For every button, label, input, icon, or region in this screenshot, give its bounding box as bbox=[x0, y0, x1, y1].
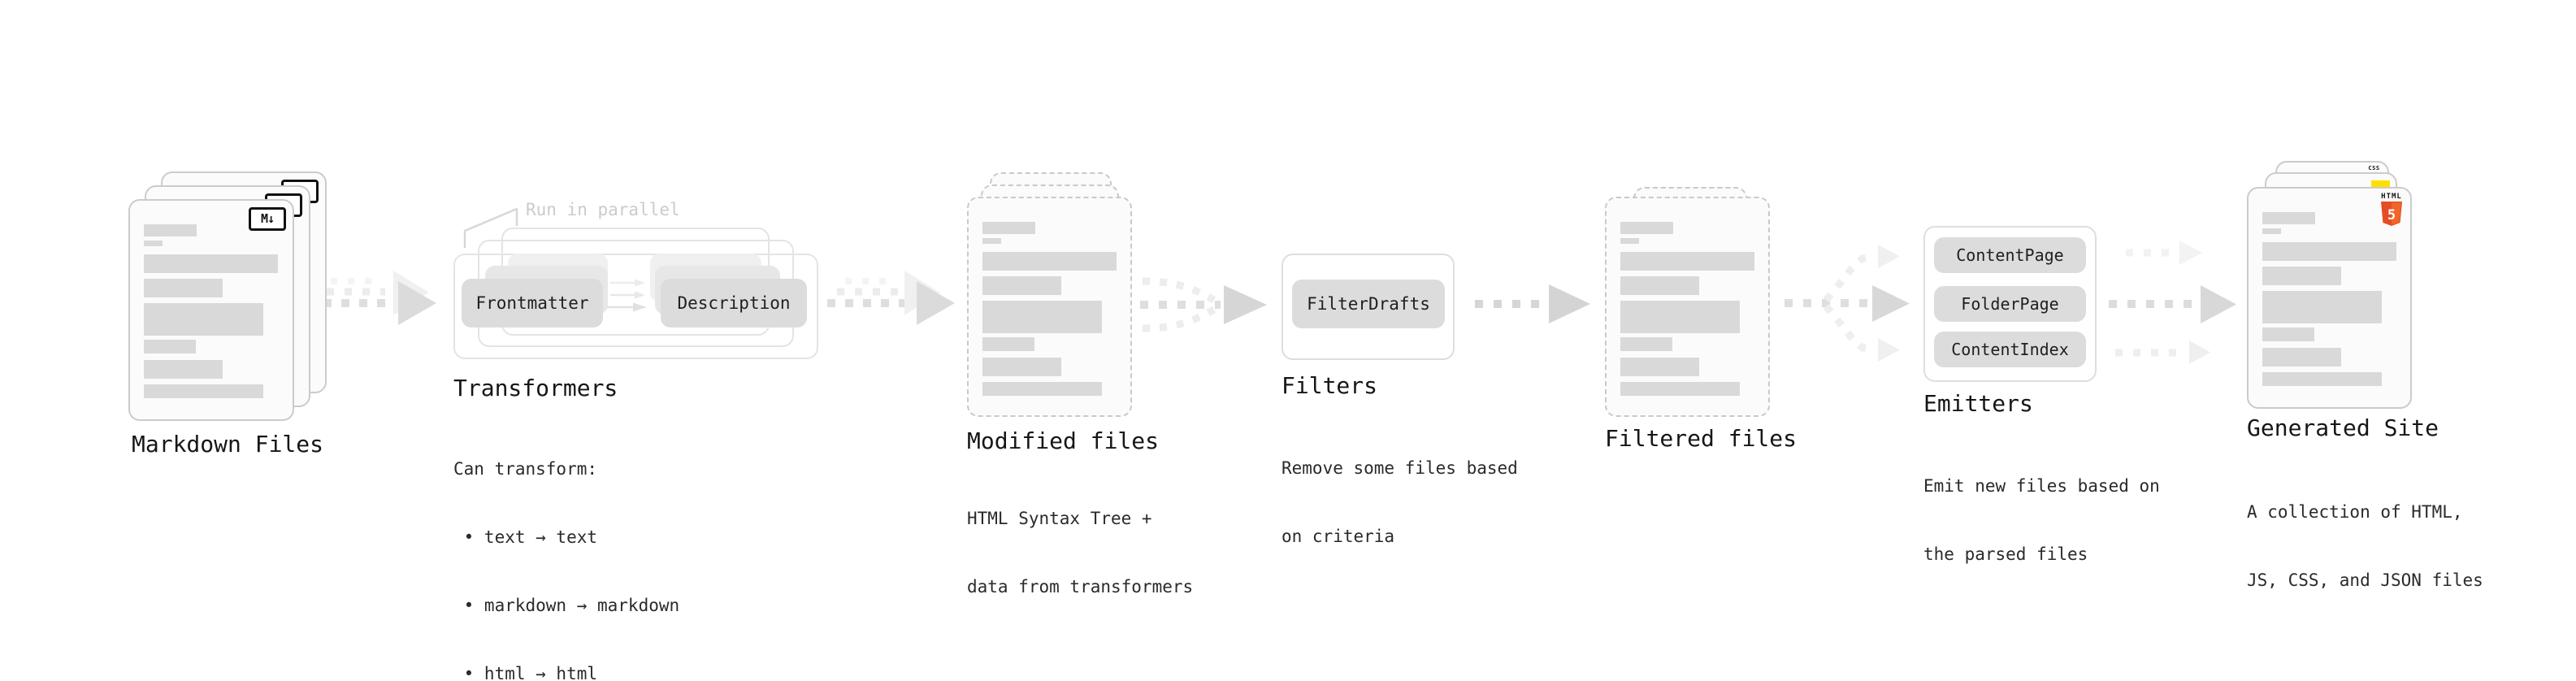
filtered-file-card bbox=[1605, 197, 1770, 417]
html5-icon: HTML 5 bbox=[2380, 193, 2403, 226]
text-placeholder-bar bbox=[2262, 242, 2396, 261]
text-placeholder-bar bbox=[1620, 382, 1740, 396]
transformer-node-description: Description bbox=[661, 279, 807, 327]
text-placeholder-bar bbox=[982, 222, 1035, 234]
generated-site-subtitle: A collection of HTML, JS, CSS, and JSON … bbox=[2247, 455, 2483, 637]
text-placeholder-bar bbox=[982, 358, 1061, 376]
text-placeholder-bar bbox=[144, 279, 223, 297]
subtitle-line: data from transformers bbox=[967, 577, 1194, 596]
modified-files-stack bbox=[967, 172, 1155, 418]
text-placeholder-bar bbox=[144, 254, 278, 273]
arrow-modified-to-filters bbox=[1140, 277, 1267, 332]
text-placeholder-bar bbox=[1620, 301, 1740, 333]
text-placeholder-bar bbox=[1620, 358, 1699, 376]
text-placeholder-bar bbox=[2262, 212, 2315, 224]
text-placeholder-bar bbox=[144, 303, 263, 336]
subtitle-line: • html → html bbox=[453, 664, 598, 681]
arrow-markdown-to-transformers bbox=[306, 271, 436, 325]
markdown-files-stack: M↓ M↓ M↓ bbox=[128, 171, 328, 423]
filters-title: Filters bbox=[1281, 372, 1378, 399]
filtered-files-stack bbox=[1605, 187, 1770, 418]
transformer-node-frontmatter: Frontmatter bbox=[462, 279, 603, 327]
text-placeholder-bar bbox=[982, 252, 1117, 271]
filtered-files-title: Filtered files bbox=[1605, 425, 1798, 452]
transformers-frame-front bbox=[453, 254, 818, 359]
modified-files-subtitle: HTML Syntax Tree + data from transformer… bbox=[967, 462, 1193, 644]
javascript-icon bbox=[2371, 180, 2390, 189]
text-placeholder-bar bbox=[2262, 327, 2314, 341]
text-placeholder-bar bbox=[982, 337, 1034, 351]
transformers-subtitle: Can transform: • text → text • markdown … bbox=[453, 412, 679, 681]
text-placeholder-bar bbox=[1620, 337, 1672, 351]
text-placeholder-bar bbox=[2262, 348, 2341, 367]
filters-subtitle: Remove some files based on criteria bbox=[1281, 411, 1518, 593]
emitter-node-contentindex: ContentIndex bbox=[1934, 332, 2086, 367]
text-placeholder-bar bbox=[1620, 276, 1699, 295]
markdown-files-title: Markdown Files bbox=[132, 431, 324, 458]
run-in-parallel-callout-line bbox=[463, 207, 518, 249]
svg-text:5: 5 bbox=[2387, 207, 2396, 223]
subtitle-line: HTML Syntax Tree + bbox=[967, 509, 1152, 528]
text-placeholder-bar bbox=[982, 301, 1102, 333]
html-file-card: HTML 5 bbox=[2247, 187, 2412, 409]
arrow-filters-to-filtered bbox=[1475, 284, 1590, 323]
text-placeholder-bar bbox=[144, 360, 223, 379]
subtitle-line: on criteria bbox=[1281, 527, 1395, 546]
arrow-filtered-to-emitters bbox=[1785, 245, 1910, 362]
subtitle-line: JS, CSS, and JSON files bbox=[2247, 570, 2483, 590]
text-placeholder-bar bbox=[2262, 267, 2341, 285]
text-placeholder-bar bbox=[2262, 228, 2281, 234]
text-placeholder-bar bbox=[144, 340, 196, 354]
text-placeholder-bar bbox=[2262, 372, 2382, 386]
filter-node-filterdrafts: FilterDrafts bbox=[1292, 280, 1445, 328]
text-placeholder-bar bbox=[1620, 222, 1673, 234]
markdown-icon: M↓ bbox=[249, 207, 286, 231]
text-placeholder-bar bbox=[144, 241, 163, 246]
subtitle-line: Remove some files based bbox=[1281, 458, 1518, 478]
modified-files-title: Modified files bbox=[967, 427, 1160, 454]
text-placeholder-bar bbox=[2262, 291, 2382, 323]
text-placeholder-bar bbox=[982, 238, 1001, 244]
text-placeholder-bar bbox=[982, 382, 1102, 396]
emitter-node-contentpage: ContentPage bbox=[1934, 237, 2086, 273]
arrow-transformers-to-modified bbox=[827, 271, 955, 325]
subtitle-line: • text → text bbox=[453, 527, 598, 547]
subtitle-line: the parsed files bbox=[1923, 544, 2088, 564]
subtitle-line: Emit new files based on bbox=[1923, 476, 2160, 496]
generated-site-stack: CSS HTML 5 bbox=[2247, 161, 2412, 409]
text-placeholder-bar bbox=[982, 276, 1061, 295]
transformers-title: Transformers bbox=[453, 375, 618, 401]
emitters-title: Emitters bbox=[1923, 390, 2033, 417]
text-placeholder-bar bbox=[144, 384, 263, 398]
markdown-file-card: M↓ bbox=[128, 199, 294, 421]
run-in-parallel-label: Run in parallel bbox=[526, 200, 680, 219]
text-placeholder-bar bbox=[144, 224, 197, 236]
subtitle-line: • markdown → markdown bbox=[453, 596, 680, 615]
text-placeholder-bar bbox=[1620, 238, 1639, 244]
generated-site-title: Generated Site bbox=[2247, 414, 2439, 441]
text-placeholder-bar bbox=[1620, 252, 1754, 271]
transformer-flow-arrows bbox=[605, 279, 647, 312]
arrow-emitters-to-generated bbox=[2109, 241, 2236, 364]
emitter-node-folderpage: FolderPage bbox=[1934, 286, 2086, 322]
subtitle-line: Can transform: bbox=[453, 459, 598, 479]
modified-file-card bbox=[967, 197, 1132, 417]
emitters-subtitle: Emit new files based on the parsed files bbox=[1923, 429, 2160, 611]
subtitle-line: A collection of HTML, bbox=[2247, 502, 2463, 522]
